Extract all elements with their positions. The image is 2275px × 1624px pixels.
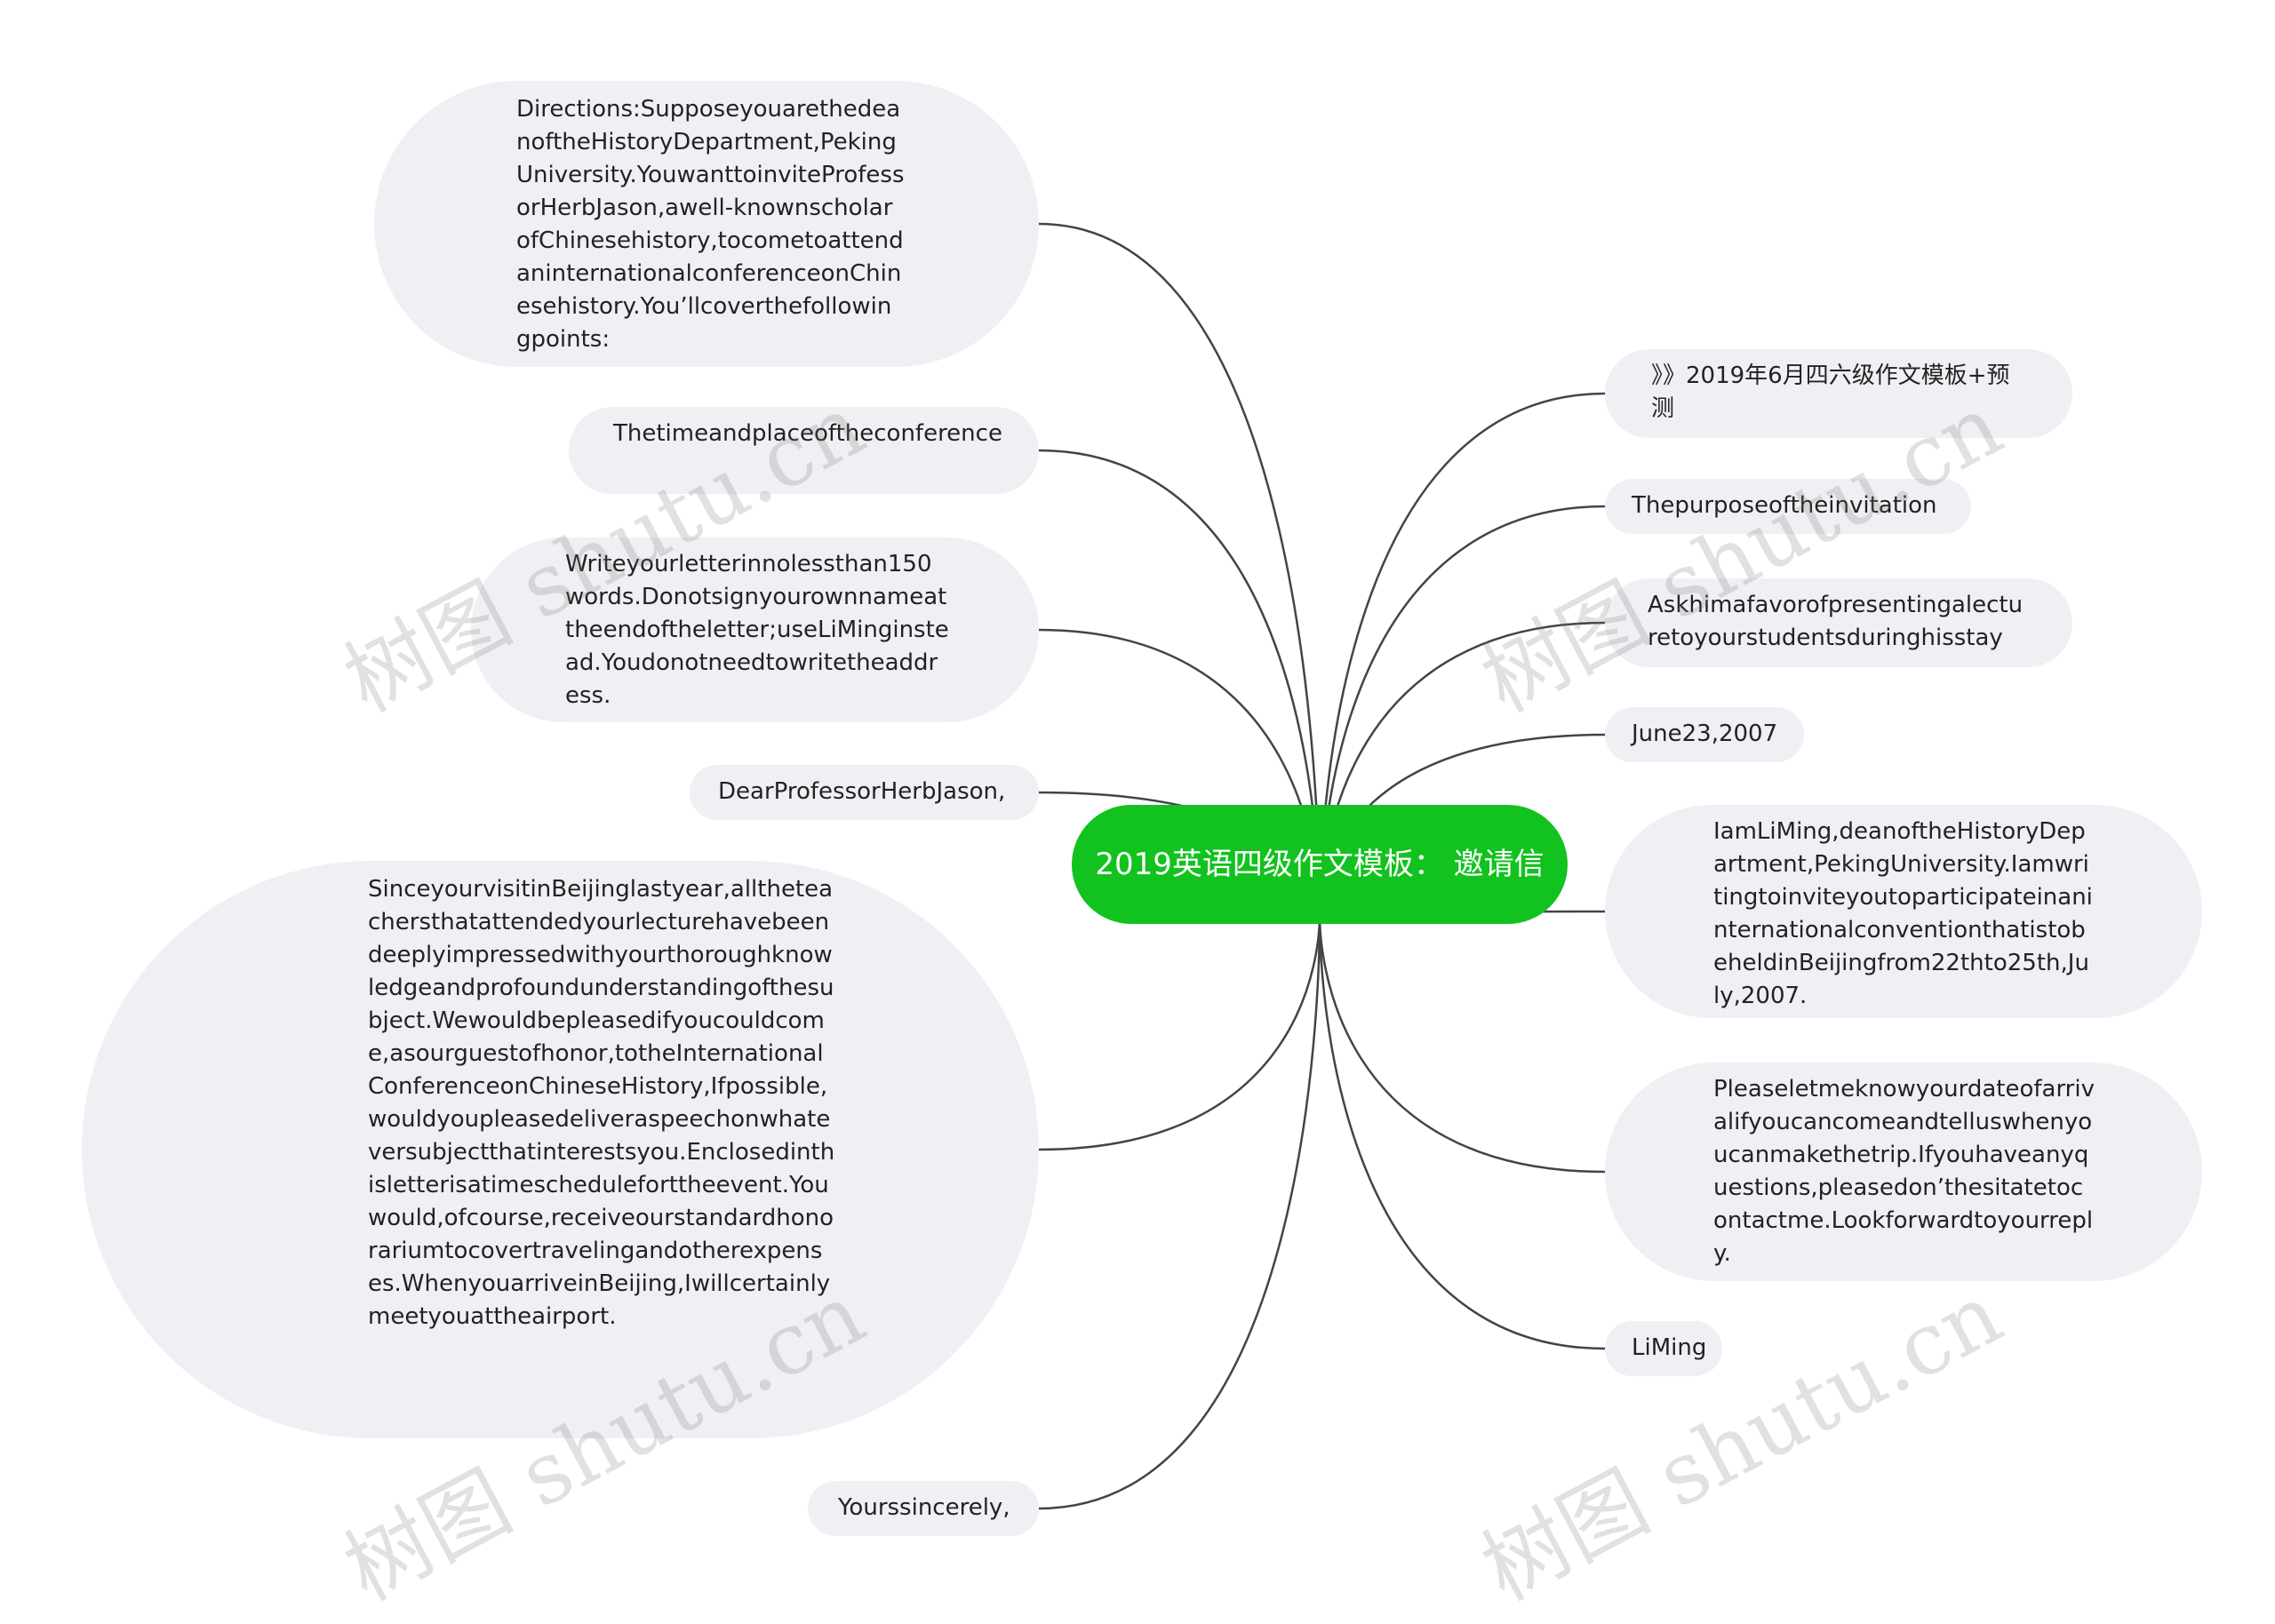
node-arrival-request[interactable]: Pleaseletmeknowyourdateofarrivalifyoucan… <box>1605 1063 2202 1281</box>
node-time-place-text: Thetimeandplaceoftheconference <box>613 420 1002 447</box>
central-topic-line1: 2019英语四级作文模板： <box>1095 846 1444 882</box>
node-lecture-text: Askhimafavorofpresentingalecturetoyourst… <box>1648 592 2024 651</box>
node-lecture[interactable]: Askhimafavorofpresentingalecturetoyourst… <box>1605 578 2072 667</box>
connector-right-6 <box>1318 914 1606 1350</box>
node-introduction-text: IamLiMing,deanoftheHistoryDepartment,Pek… <box>1713 818 2093 1009</box>
node-purpose[interactable]: Thepurposeoftheinvitation <box>1605 479 1971 534</box>
node-directions-text: Directions:SupposeyouarethedeanoftheHist… <box>516 96 905 353</box>
node-signature[interactable]: LiMing <box>1605 1321 1722 1376</box>
node-closing[interactable]: Yourssincerely, <box>808 1481 1039 1536</box>
node-word-limit[interactable]: Writeyourletterinnolessthan150words.Dono… <box>471 537 1039 722</box>
node-salutation-text: DearProfessorHerbJason, <box>718 778 1006 805</box>
central-topic[interactable]: 2019英语四级作文模板： 邀请信 <box>1072 805 1568 924</box>
node-salutation[interactable]: DearProfessorHerbJason, <box>690 765 1039 820</box>
connector-left-5 <box>1038 914 1321 1510</box>
node-date[interactable]: June23,2007 <box>1605 707 1804 762</box>
node-templates-link[interactable]: 》》2019年6月四六级作文模板+预测 <box>1605 349 2072 438</box>
node-letter-body-text: SinceyourvisitinBeijinglastyear,allthete… <box>368 876 835 1330</box>
node-signature-text: LiMing <box>1632 1334 1707 1361</box>
node-arrival-request-text: Pleaseletmeknowyourdateofarrivalifyoucan… <box>1713 1076 2095 1267</box>
node-templates-link-text: 》》2019年6月四六级作文模板+预测 <box>1651 362 2010 422</box>
node-introduction[interactable]: IamLiMing,deanoftheHistoryDepartment,Pek… <box>1605 805 2202 1018</box>
node-directions[interactable]: Directions:SupposeyouarethedeanoftheHist… <box>374 81 1039 367</box>
connector-left-4 <box>1038 914 1321 1151</box>
node-time-place[interactable]: Thetimeandplaceoftheconference <box>569 407 1039 494</box>
node-word-limit-text: Writeyourletterinnolessthan150words.Dono… <box>565 551 949 709</box>
node-closing-text: Yourssincerely, <box>838 1494 1010 1521</box>
node-letter-body[interactable]: SinceyourvisitinBeijinglastyear,allthete… <box>82 861 1039 1438</box>
central-topic-line2: 邀请信 <box>1453 846 1545 882</box>
node-purpose-text: Thepurposeoftheinvitation <box>1632 492 1937 519</box>
connector-right-5 <box>1318 914 1606 1174</box>
node-date-text: June23,2007 <box>1632 720 1778 747</box>
